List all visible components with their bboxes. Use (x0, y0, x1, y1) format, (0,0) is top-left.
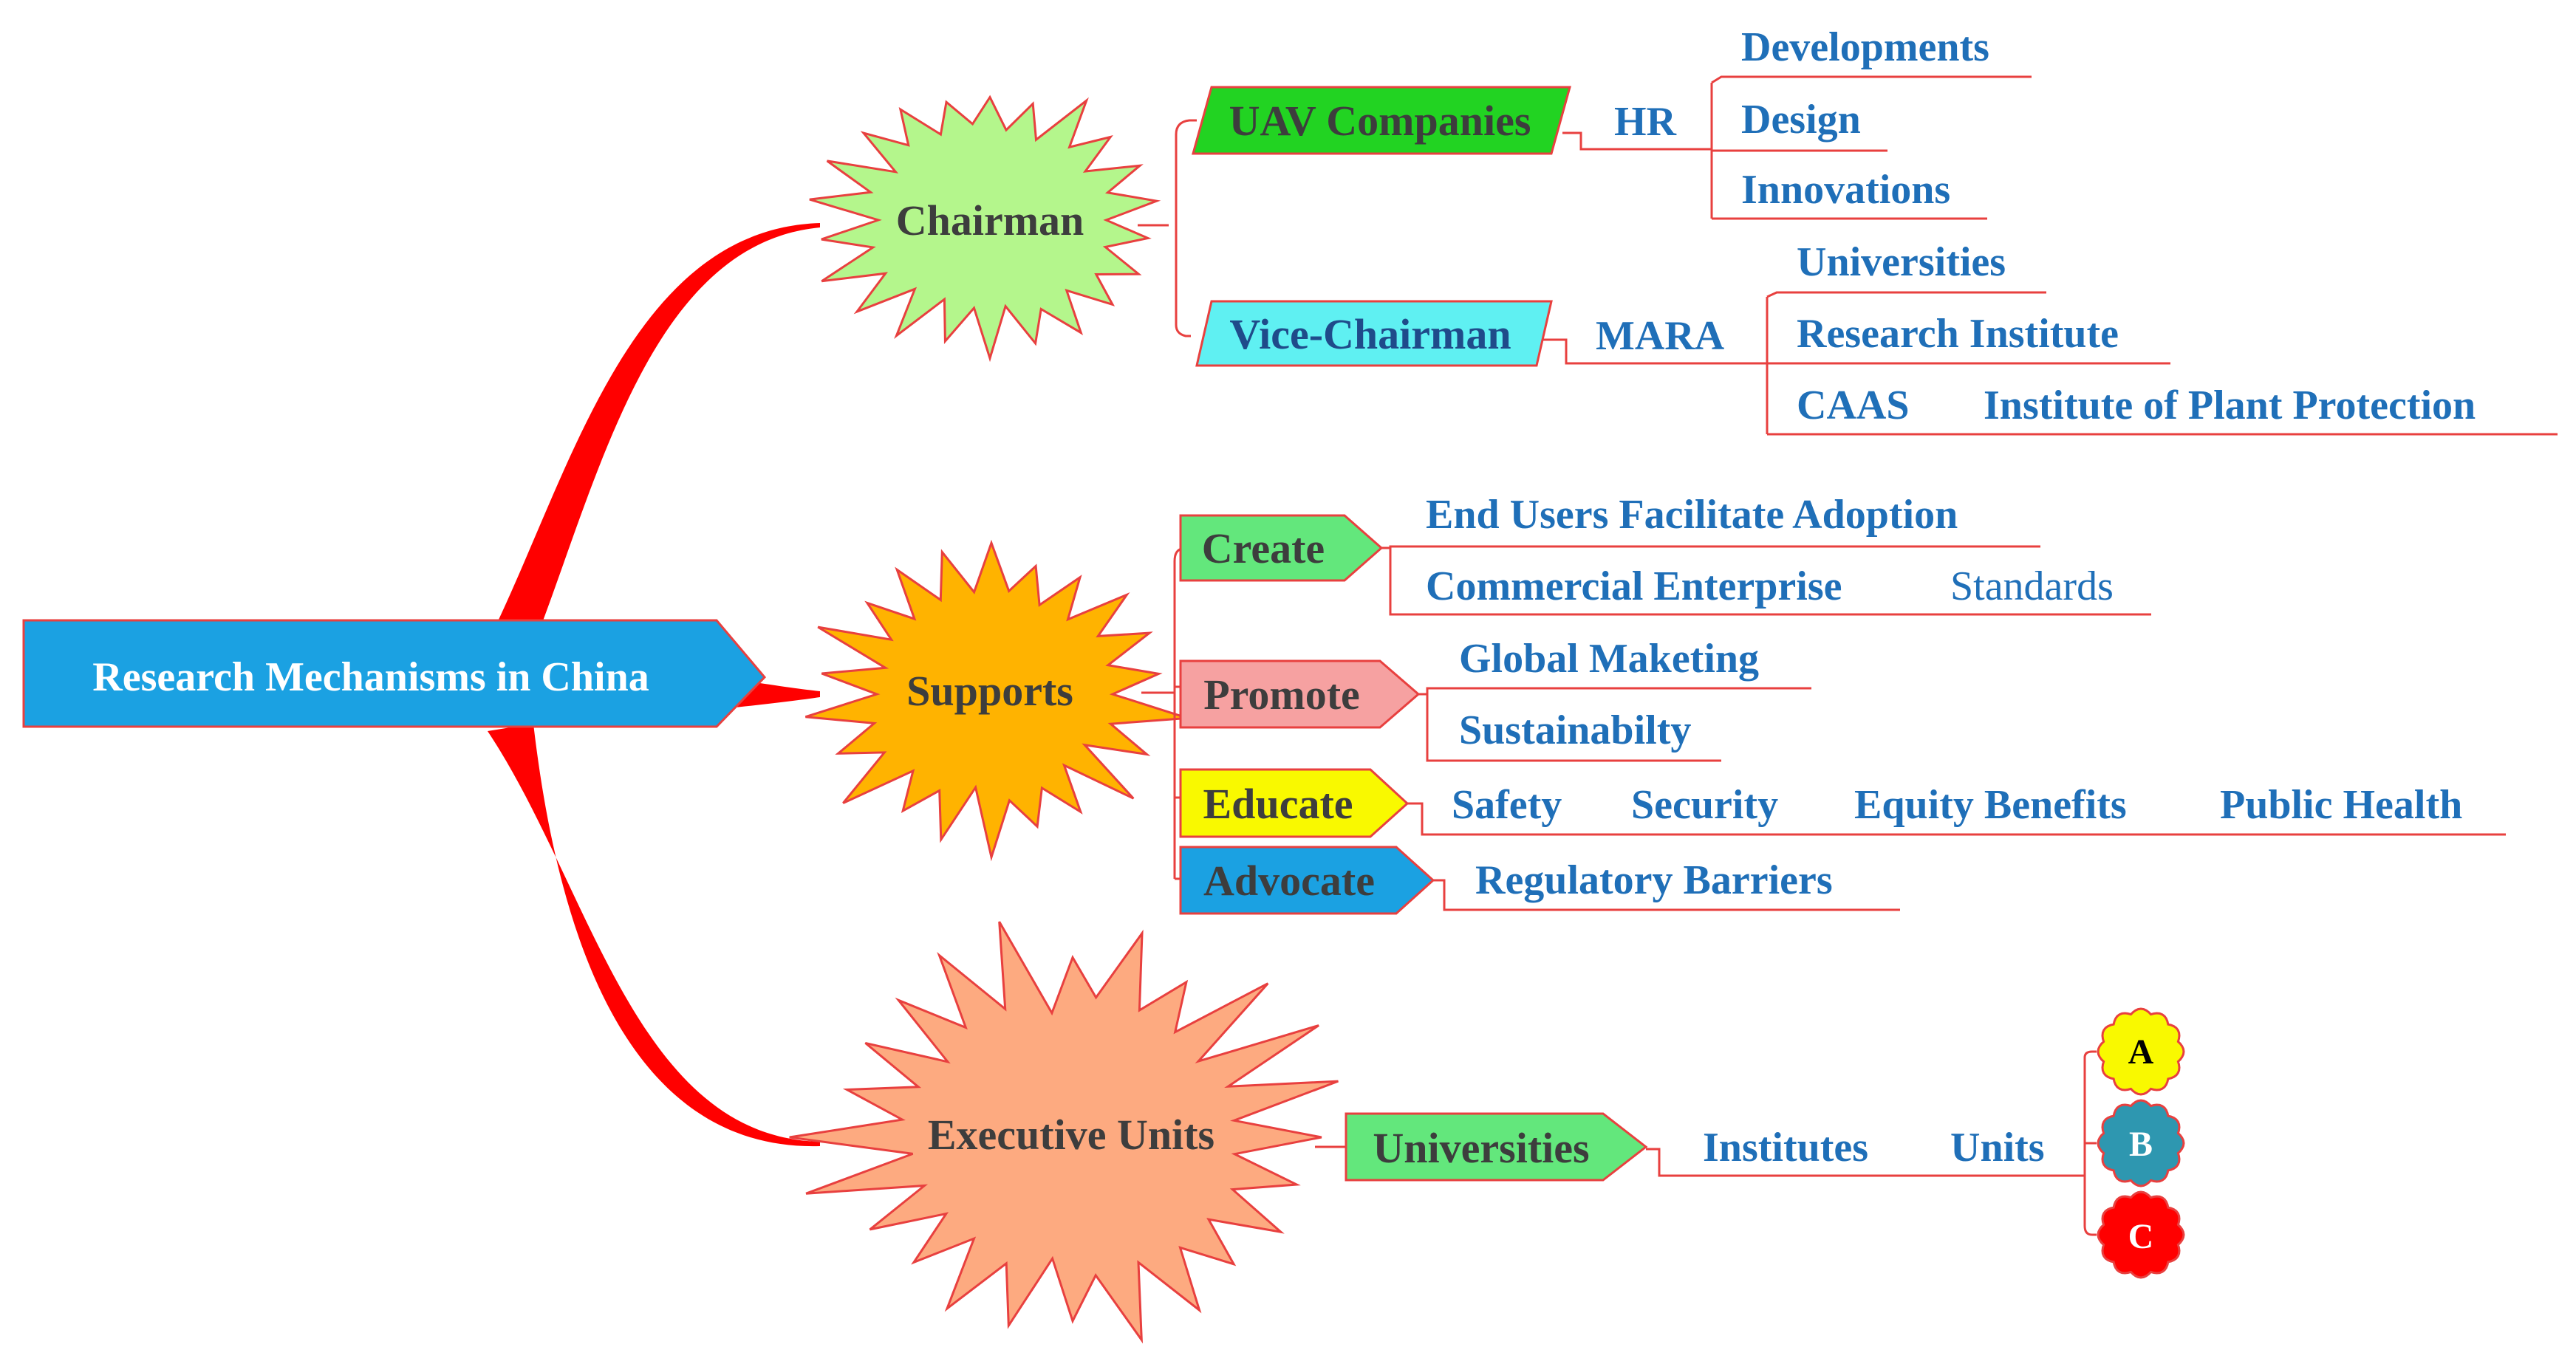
vice-chairman-shape (1195, 300, 1553, 367)
executive-item-units[interactable]: Units (1950, 1125, 2045, 1171)
create-node[interactable]: Create (1179, 514, 1384, 582)
root-node-shape (22, 619, 767, 728)
uav-item-innovations[interactable]: Innovations (1741, 167, 1950, 213)
circle-b-shape (2097, 1099, 2185, 1187)
create-item-standards[interactable]: Standards (1950, 563, 2114, 609)
educate-item-security[interactable]: Security (1631, 782, 1778, 828)
executive-burst-shape (789, 921, 1339, 1344)
connector-create-items (1381, 545, 2151, 616)
connector-advocate-items (1433, 879, 1900, 911)
connector-universities-units (1646, 1148, 2085, 1177)
uav-companies-node[interactable]: UAV Companies (1192, 86, 1571, 155)
circle-c-node[interactable]: C (2097, 1190, 2185, 1279)
executive-item-institutes[interactable]: Institutes (1703, 1125, 1868, 1171)
circle-a-shape (2097, 1007, 2185, 1096)
create-label: Create (1202, 524, 1325, 572)
universities-label: Universities (1373, 1124, 1589, 1172)
circle-b-node[interactable]: B (2097, 1099, 2185, 1187)
advocate-node[interactable]: Advocate (1179, 846, 1435, 915)
connector-hr-items (1710, 75, 2032, 220)
chairman-label: Chairman (896, 196, 1084, 244)
educate-item-public-health[interactable]: Public Health (2220, 782, 2462, 828)
vice-chairman-label: Vice-Chairman (1229, 310, 1511, 358)
mara-label[interactable]: MARA (1596, 313, 1725, 359)
advocate-label: Advocate (1203, 857, 1375, 905)
caas-item-institute-plant-protection[interactable]: Institute of Plant Protection (1984, 383, 2476, 428)
promote-item-sustainabilty[interactable]: Sustainabilty (1459, 707, 1691, 753)
vice-chairman-node[interactable]: Vice-Chairman (1195, 300, 1553, 367)
educate-node[interactable]: Educate (1179, 768, 1410, 838)
promote-label: Promote (1203, 671, 1360, 719)
create-item-end-users[interactable]: End Users Facilitate Adoption (1426, 492, 1958, 538)
promote-shape (1179, 659, 1421, 729)
root-node[interactable]: Research Mechanisms in China (22, 619, 767, 728)
educate-label: Educate (1203, 780, 1353, 828)
supports-burst-shape (804, 539, 1189, 862)
uav-companies-shape (1192, 86, 1571, 155)
universities-shape (1345, 1112, 1648, 1182)
executive-label: Executive Units (928, 1111, 1214, 1159)
chairman-node[interactable]: Chairman (809, 95, 1161, 363)
promote-item-global-maketing[interactable]: Global Maketing (1459, 636, 1759, 682)
circle-a-node[interactable]: A (2097, 1007, 2185, 1096)
universities-node[interactable]: Universities (1345, 1112, 1648, 1182)
educate-shape (1179, 768, 1410, 838)
supports-node[interactable]: Supports (804, 539, 1189, 862)
advocate-item-regulatory-barriers[interactable]: Regulatory Barriers (1475, 857, 1833, 903)
circle-c-shape (2097, 1190, 2185, 1279)
create-shape (1179, 514, 1384, 582)
uav-item-developments[interactable]: Developments (1741, 24, 1989, 70)
connector-supports-bracket (1141, 547, 1183, 880)
connector-mara-items (1766, 291, 2558, 436)
connector-uav-hr (1562, 131, 1712, 151)
uav-companies-label: UAV Companies (1229, 97, 1531, 145)
circle-b-label: B (2129, 1125, 2153, 1164)
circle-a-label: A (2128, 1032, 2154, 1072)
executive-node[interactable]: Executive Units (789, 921, 1339, 1344)
chairman-burst-shape (809, 95, 1161, 363)
thin-connectors (1138, 75, 2558, 1236)
connector-root-chairman (488, 223, 820, 650)
mara-item-caas[interactable]: CAAS (1797, 383, 1909, 428)
connector-root-executive (488, 724, 820, 1147)
mara-item-universities[interactable]: Universities (1797, 239, 2006, 285)
supports-label: Supports (906, 667, 1073, 715)
connector-educate-items (1407, 802, 2506, 836)
connector-chairman-bracket (1138, 119, 1197, 337)
connector-promote-items (1418, 687, 1811, 762)
advocate-shape (1179, 846, 1435, 915)
educate-item-equity-benefits[interactable]: Equity Benefits (1854, 782, 2127, 828)
root-node-label: Research Mechanisms in China (92, 654, 649, 700)
connector-vice-mara (1540, 338, 1767, 365)
circle-c-label: C (2128, 1217, 2154, 1256)
educate-item-safety[interactable]: Safety (1452, 782, 1562, 828)
mara-item-research-institute[interactable]: Research Institute (1797, 311, 2119, 357)
uav-item-design[interactable]: Design (1741, 97, 1861, 143)
connector-units-circles (2083, 1050, 2097, 1236)
promote-node[interactable]: Promote (1179, 659, 1421, 729)
create-item-commercial-enterprise[interactable]: Commercial Enterprise (1426, 563, 1842, 609)
hr-label[interactable]: HR (1614, 99, 1677, 145)
